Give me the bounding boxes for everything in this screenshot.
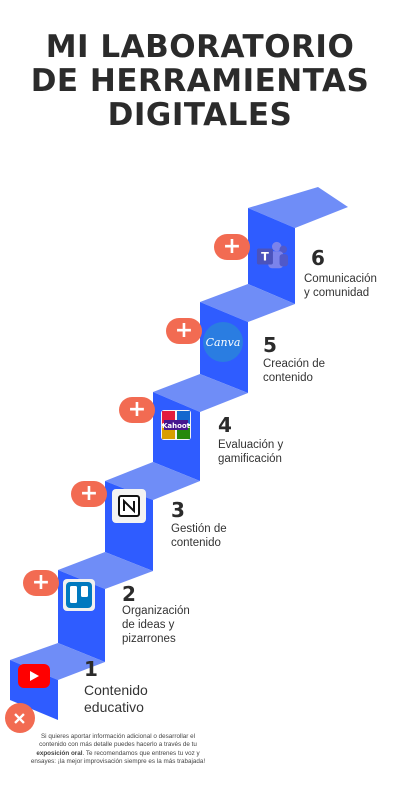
step-4-number: 4 — [218, 413, 232, 437]
step-5-plus-button[interactable]: + — [166, 318, 202, 344]
step-2-label: Organización de ideas y pizarrones — [122, 605, 190, 645]
step-3-label: Gestión de contenido — [171, 523, 227, 549]
footnote: Si quieres aportar información adicional… — [28, 733, 208, 766]
step-6-plus-button[interactable]: + — [214, 234, 250, 260]
step-1-number: 1 — [84, 657, 98, 681]
step-2-top — [58, 552, 153, 589]
canva-icon-text: Canva — [205, 335, 241, 349]
step-6-top — [248, 187, 348, 228]
youtube-icon — [18, 664, 50, 688]
step-5-label: Creación de contenido — [263, 358, 326, 384]
notion-icon — [112, 489, 146, 523]
step-1-top — [10, 643, 105, 680]
step-1-label: Contenido educativo — [84, 682, 148, 715]
step-6-number: 6 — [311, 246, 325, 270]
footnote-text-1: Si quieres aportar información adicional… — [39, 733, 197, 749]
kahoot-icon: Kahoot — [161, 410, 191, 440]
footnote-text-2: . Te recomendamos que entrenes tu voz y … — [30, 749, 206, 765]
title-line-2: DE HERRAMIENTAS — [30, 63, 370, 99]
step-3-number: 3 — [171, 498, 185, 522]
step-2-plus-button[interactable]: + — [23, 570, 59, 596]
step-2-number: 2 — [122, 582, 136, 606]
step-4-plus-button[interactable]: + — [119, 397, 155, 423]
title-line-3: DIGITALES — [107, 97, 293, 133]
svg-text:Kahoot: Kahoot — [162, 422, 191, 430]
canva-icon: Canva — [203, 322, 243, 362]
step-5-top — [200, 284, 295, 322]
svg-text:T: T — [261, 251, 269, 264]
trello-icon — [63, 579, 95, 611]
footnote-bold: exposición oral — [36, 749, 83, 757]
step-6-label: Comunicación y comunidad — [304, 273, 377, 299]
step-4-label: Evaluación y gamificación — [218, 439, 284, 465]
step-3-top — [105, 462, 200, 500]
teams-icon: T — [256, 240, 288, 272]
step-3-plus-button[interactable]: + — [71, 481, 107, 507]
step-4-top — [153, 374, 248, 412]
step-5-number: 5 — [263, 333, 277, 357]
title-line-1: MI LABORATORIO — [45, 29, 355, 65]
page-title: MI LABORATORIO DE HERRAMIENTAS DIGITALES — [0, 30, 400, 132]
